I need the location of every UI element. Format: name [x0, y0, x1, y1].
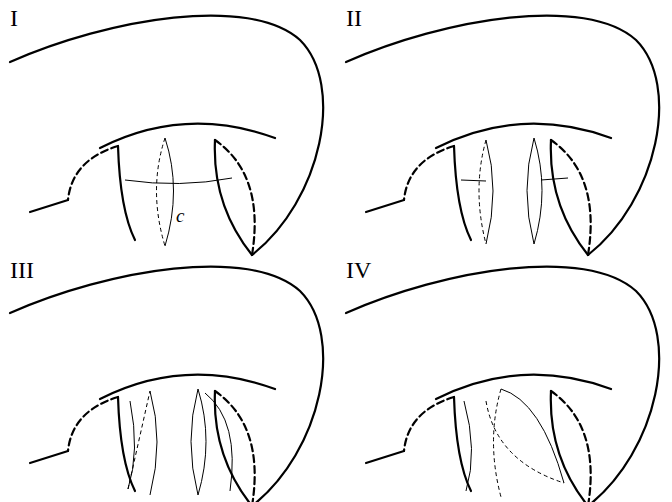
panel-number: IV — [346, 258, 371, 282]
panel-number: I — [10, 6, 18, 30]
curve-label: c — [176, 206, 184, 225]
panel-number: III — [10, 258, 34, 282]
panel-number: II — [346, 6, 362, 30]
